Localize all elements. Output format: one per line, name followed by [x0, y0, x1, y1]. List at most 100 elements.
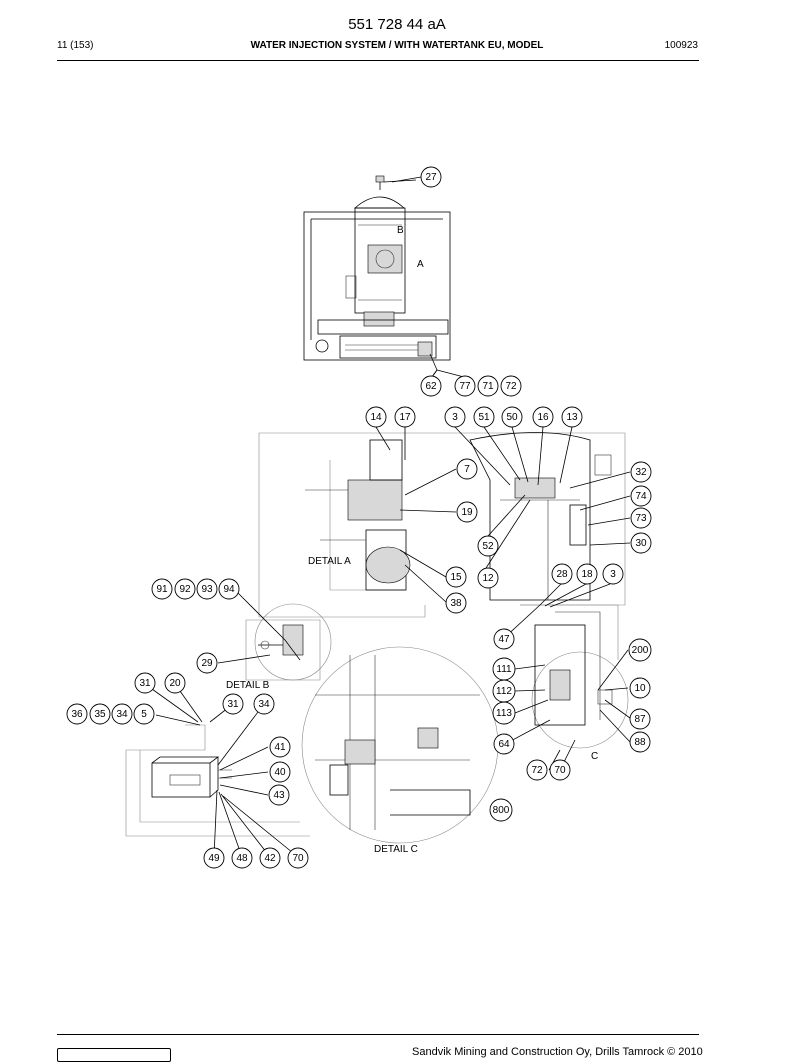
callout-51: 51: [473, 406, 495, 428]
callout-number: 113: [496, 708, 512, 719]
callout-number: 50: [506, 412, 518, 423]
document-number: 551 728 44 aA: [348, 16, 446, 33]
document-title: WATER INJECTION SYSTEM / WITH WATERTANK …: [250, 40, 544, 51]
callout-number: 200: [632, 645, 649, 656]
callout-number: 34: [116, 709, 128, 720]
callout-number: 41: [274, 742, 286, 753]
callout-49: 49: [203, 847, 225, 869]
footer-copyright: Sandvik Mining and Construction Oy, Dril…: [412, 1046, 703, 1058]
callout-number: 29: [201, 658, 213, 669]
callout-number: 93: [201, 584, 213, 595]
callout-3: 3: [444, 406, 466, 428]
callout-number: 7: [464, 464, 470, 475]
callout-32: 32: [630, 461, 652, 483]
callout-number: 52: [482, 541, 494, 552]
control-box-view: [125, 724, 310, 837]
callout-number: 31: [227, 699, 239, 710]
detail-a-view: [258, 432, 626, 618]
callout-number: 38: [450, 598, 462, 609]
callout-41: 41: [269, 736, 291, 758]
callout-87: 87: [629, 708, 651, 730]
callout-number: 42: [264, 853, 276, 864]
callout-number: 73: [635, 513, 647, 524]
callout-number: 70: [554, 765, 566, 776]
page-reference: 11 (153): [57, 40, 94, 51]
callout-number: 71: [482, 381, 494, 392]
date-code: 100923: [664, 40, 698, 51]
callout-73: 73: [630, 507, 652, 529]
callout-17: 17: [394, 406, 416, 428]
callout-number: 12: [482, 573, 494, 584]
callout-50: 50: [501, 406, 523, 428]
callout-number: 88: [634, 737, 646, 748]
callout-number: 15: [450, 572, 462, 583]
callout-number: 30: [635, 538, 647, 549]
callout-10: 10: [629, 677, 651, 699]
callout-94: 94: [218, 578, 240, 600]
callout-64: 64: [493, 733, 515, 755]
callout-number: 94: [223, 584, 235, 595]
callout-5: 5: [133, 703, 155, 725]
callout-number: 51: [478, 412, 490, 423]
callout-number: 64: [498, 739, 510, 750]
callout-29: 29: [196, 652, 218, 674]
callout-16: 16: [532, 406, 554, 428]
callout-31: 31: [134, 672, 156, 694]
callout-35: 35: [89, 703, 111, 725]
callout-number: 49: [208, 853, 220, 864]
callout-number: 19: [461, 507, 473, 518]
callout-number: 111: [496, 664, 512, 675]
callout-42: 42: [259, 847, 281, 869]
callout-number: 10: [634, 683, 646, 694]
detail-a-label: DETAIL A: [308, 556, 351, 567]
callout-92: 92: [174, 578, 196, 600]
callout-number: 18: [581, 569, 593, 580]
callout-number: 62: [425, 381, 437, 392]
callout-34: 34: [253, 693, 275, 715]
callout-20: 20: [164, 672, 186, 694]
callout-18: 18: [576, 563, 598, 585]
callout-93: 93: [196, 578, 218, 600]
callout-number: 92: [179, 584, 191, 595]
callout-number: 14: [370, 412, 382, 423]
assembly-c-view: [520, 604, 629, 749]
callout-number: 16: [537, 412, 549, 423]
callout-38: 38: [445, 592, 467, 614]
sandvik-logo: [57, 1048, 171, 1062]
assembly-c-marker: C: [591, 751, 598, 762]
callout-number: 32: [635, 467, 647, 478]
callout-19: 19: [456, 501, 478, 523]
callout-number: 17: [399, 412, 411, 423]
callout-number: 20: [169, 678, 181, 689]
detail-b-marker: B: [397, 225, 404, 236]
callout-71: 71: [477, 375, 499, 397]
callout-number: 112: [496, 686, 512, 697]
callout-36: 36: [66, 703, 88, 725]
callout-number: 74: [635, 491, 647, 502]
callout-number: 5: [141, 709, 147, 720]
callout-number: 43: [273, 790, 285, 801]
callout-number: 40: [274, 767, 286, 778]
callout-62: 62: [420, 375, 442, 397]
callout-14: 14: [365, 406, 387, 428]
callout-88: 88: [629, 731, 651, 753]
callout-200: 200: [628, 638, 652, 662]
overview-assembly: [303, 175, 451, 378]
detail-c-view: [301, 646, 499, 844]
callout-12: 12: [477, 567, 499, 589]
callout-77: 77: [454, 375, 476, 397]
callout-number: 72: [505, 381, 517, 392]
callout-number: 91: [156, 584, 168, 595]
callout-72: 72: [500, 375, 522, 397]
callout-31: 31: [222, 693, 244, 715]
callout-number: 34: [258, 699, 270, 710]
detail-b-label: DETAIL B: [226, 680, 270, 691]
callout-34: 34: [111, 703, 133, 725]
callout-800: 800: [489, 798, 513, 822]
callout-40: 40: [269, 761, 291, 783]
callout-number: 35: [94, 709, 106, 720]
callout-number: 31: [139, 678, 151, 689]
callout-number: 70: [292, 853, 304, 864]
